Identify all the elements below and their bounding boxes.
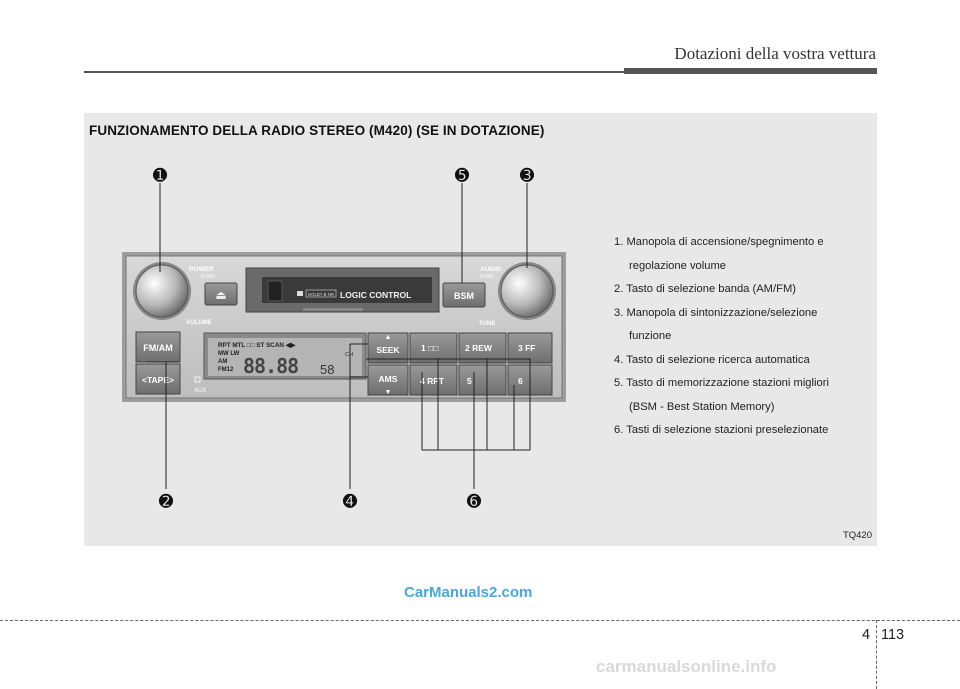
bsm-label: BSM (454, 291, 474, 301)
dolby-label: DOLBY B NR (308, 292, 334, 297)
header-rule-thick (624, 68, 877, 74)
preset-4-button[interactable] (409, 364, 458, 396)
tape-door (267, 280, 283, 302)
legend-item-5: 5. Tasto di memorizzazione stazioni migl… (614, 377, 829, 389)
callout-leader-lines (146, 183, 531, 489)
watermark-link[interactable]: CarManuals2.com (404, 584, 533, 601)
tape-slot-lip (303, 308, 363, 311)
preset-3-label: 3 FF (518, 343, 535, 353)
site-watermark: carmanualsonline.info (596, 657, 777, 676)
seek-label: SEEK (376, 345, 400, 355)
header-rule (84, 71, 624, 73)
lcd-display (208, 338, 362, 376)
preset-5-label: 5 (467, 376, 472, 386)
legend-item-4: 4. Tasto di selezione ricerca automatica (614, 353, 810, 366)
header-title: Dotazioni della vostra vettura (674, 44, 876, 63)
bsm-button[interactable] (442, 282, 486, 308)
tune-knob[interactable] (500, 264, 554, 318)
legend-item-6: 6. Tasti di selezione stazioni preselezi… (614, 424, 829, 436)
power-push-label: PUSH (201, 274, 215, 280)
page-number-value: 113 (881, 627, 905, 643)
footer-divider (876, 620, 877, 689)
ams-label: AMS (379, 374, 398, 384)
seek-button[interactable] (367, 332, 409, 364)
seek-up-icon: ▲ (385, 334, 392, 341)
volume-label: VOLUME (186, 320, 212, 326)
legend-item-1-cont: regolazione volume (629, 259, 727, 272)
ams-button[interactable] (367, 364, 409, 396)
dolby-icon (297, 291, 303, 296)
tape-button[interactable] (135, 363, 181, 395)
audio-push-label: PUSH (480, 274, 494, 280)
audio-label: AUDIO (480, 266, 501, 273)
display-band-am: AM (218, 359, 227, 365)
preset-1-label: 1 □□ (421, 343, 438, 353)
figure-code: TQ420 (842, 530, 872, 541)
preset-6-label: 6 (518, 376, 523, 386)
preset-5-button[interactable] (458, 364, 507, 396)
preset-2-label: 2 REW (465, 343, 493, 353)
preset-4-label: 4 RPT (420, 376, 445, 386)
tune-label: TUNE (479, 321, 495, 327)
preset-2-button[interactable] (458, 332, 507, 364)
eject-icon: ⏏ (215, 288, 226, 302)
logic-control-label: LOGIC CONTROL (340, 290, 411, 300)
legend-item-3-cont: funzione (629, 330, 672, 342)
power-label: POWER (189, 266, 214, 273)
aux-jack[interactable] (194, 376, 201, 383)
volume-knob[interactable] (135, 264, 189, 318)
callout-5-icon: ➎ (455, 166, 470, 185)
legend-item-1: 1. Manopola di accensione/spegnimento e (614, 236, 824, 248)
callout-4-icon: ➍ (343, 492, 358, 511)
fm-am-label: FM/AM (143, 343, 173, 353)
callout-3-icon: ➌ (520, 166, 535, 185)
legend-item-5-cont: (BSM - Best Station Memory) (629, 400, 775, 413)
dolby-badge (305, 289, 337, 298)
display-band-fm: FM12 (218, 367, 234, 373)
aux-label: AUX (194, 388, 206, 394)
preset-1-button[interactable] (409, 332, 458, 364)
tape-slot (262, 277, 432, 303)
callout-markers: ➊ ➋ ➌ ➍ ➎ ➏ (153, 166, 535, 511)
display-channel: 58 (320, 362, 334, 377)
section-number: 4 (862, 627, 871, 643)
display-indicators: RPT MTL □□ ST SCAN ◀▶ (218, 342, 296, 349)
legend-item-2: 2. Tasto di selezione banda (AM/FM) (614, 283, 796, 295)
display-ch-label: CH (345, 352, 353, 358)
callout-2-icon: ➋ (159, 492, 174, 511)
footer-rule (0, 620, 960, 621)
legend-list: 1. Manopola di accensione/spegnimento e … (614, 231, 829, 443)
tape-label: <TAPE> (142, 375, 174, 385)
display-band-mwlw: MW LW (218, 351, 240, 357)
display-frequency: 88.88 (243, 354, 298, 378)
panel-title: FUNZIONAMENTO DELLA RADIO STEREO (M420) … (89, 123, 545, 138)
eject-button[interactable] (204, 282, 238, 306)
callout-6-icon: ➏ (467, 492, 482, 511)
legend-item-3: 3. Manopola di sintonizzazione/selezione (614, 306, 818, 319)
callout-1-icon: ➊ (153, 166, 168, 185)
ams-down-icon: ▼ (385, 389, 392, 396)
